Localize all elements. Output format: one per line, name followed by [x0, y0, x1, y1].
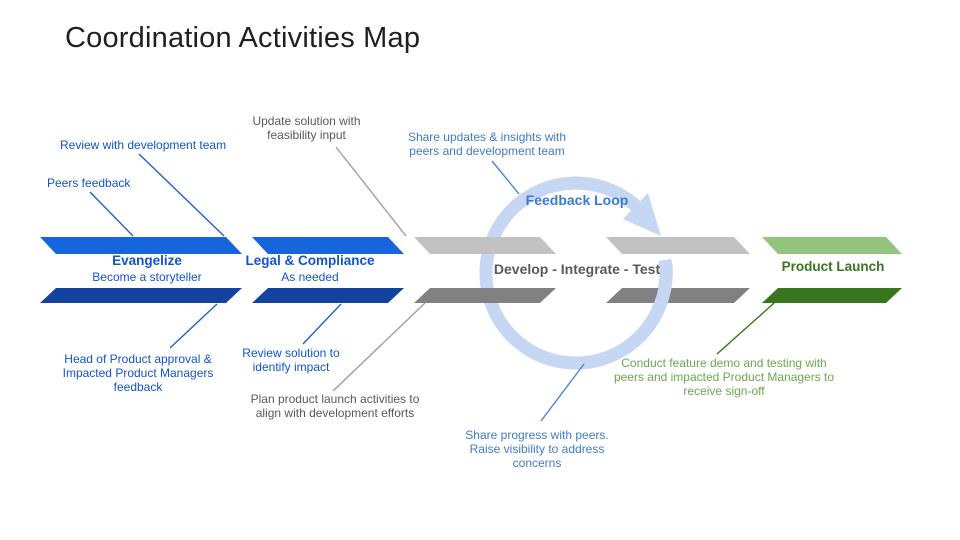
annotation-share-progress: Share progress with peers. Raise visibil…: [465, 428, 609, 471]
develop-bottom-bar-left: [414, 288, 556, 303]
annotation-share-updates: Share updates & insights with peers and …: [407, 130, 567, 159]
leader-share-updates: [491, 160, 520, 195]
annotation-head-of-product: Head of Product approval & Impacted Prod…: [62, 352, 214, 395]
evangelize-bottom-bar: [40, 288, 242, 303]
annotation-update-solution: Update solution with feasibility input: [252, 114, 361, 143]
stage-label-legal: Legal & Compliance: [245, 253, 375, 268]
annotation-review-solution: Review solution to identify impact: [242, 346, 340, 375]
evangelize-top-bar: [40, 237, 242, 254]
feedback-loop-label: Feedback Loop: [525, 192, 629, 208]
stage-label-launch: Product Launch: [781, 259, 885, 274]
leader-peers-feedback: [89, 191, 134, 237]
develop-bottom-bar-right: [606, 288, 750, 303]
annotation-review-dev: Review with development team: [60, 138, 227, 152]
annotation-peers-feedback: Peers feedback: [47, 176, 131, 190]
leader-share-progress: [540, 363, 585, 422]
launch-bottom-bar: [762, 288, 902, 303]
leader-review-solution: [302, 303, 342, 345]
stage-sublabel-legal: As needed: [281, 270, 339, 284]
leader-update-solution: [335, 146, 407, 237]
feedback-loop-ring-overlay: [641, 263, 673, 333]
stage-label-develop: Develop - Integrate - Test: [493, 261, 661, 277]
develop-top-bar-left: [414, 237, 556, 254]
annotation-plan-launch: Plan product launch activities to align …: [250, 392, 420, 421]
leader-head-of-product: [169, 303, 218, 349]
legal-top-bar: [252, 237, 404, 254]
leader-review-dev: [138, 153, 225, 237]
leader-plan-launch: [332, 302, 426, 392]
feedback-loop-arrowhead-icon: [623, 193, 661, 236]
stage-sublabel-evangelize: Become a storyteller: [92, 270, 202, 284]
annotation-conduct-demo: Conduct feature demo and testing with pe…: [613, 356, 835, 399]
develop-top-bar-right: [606, 237, 750, 254]
page-title: Coordination Activities Map: [65, 22, 421, 54]
leader-conduct-demo: [716, 294, 784, 355]
stage-label-evangelize: Evangelize: [112, 253, 182, 268]
feedback-loop-ring: [479, 176, 673, 370]
legal-bottom-bar: [252, 288, 404, 303]
launch-top-bar: [762, 237, 902, 254]
